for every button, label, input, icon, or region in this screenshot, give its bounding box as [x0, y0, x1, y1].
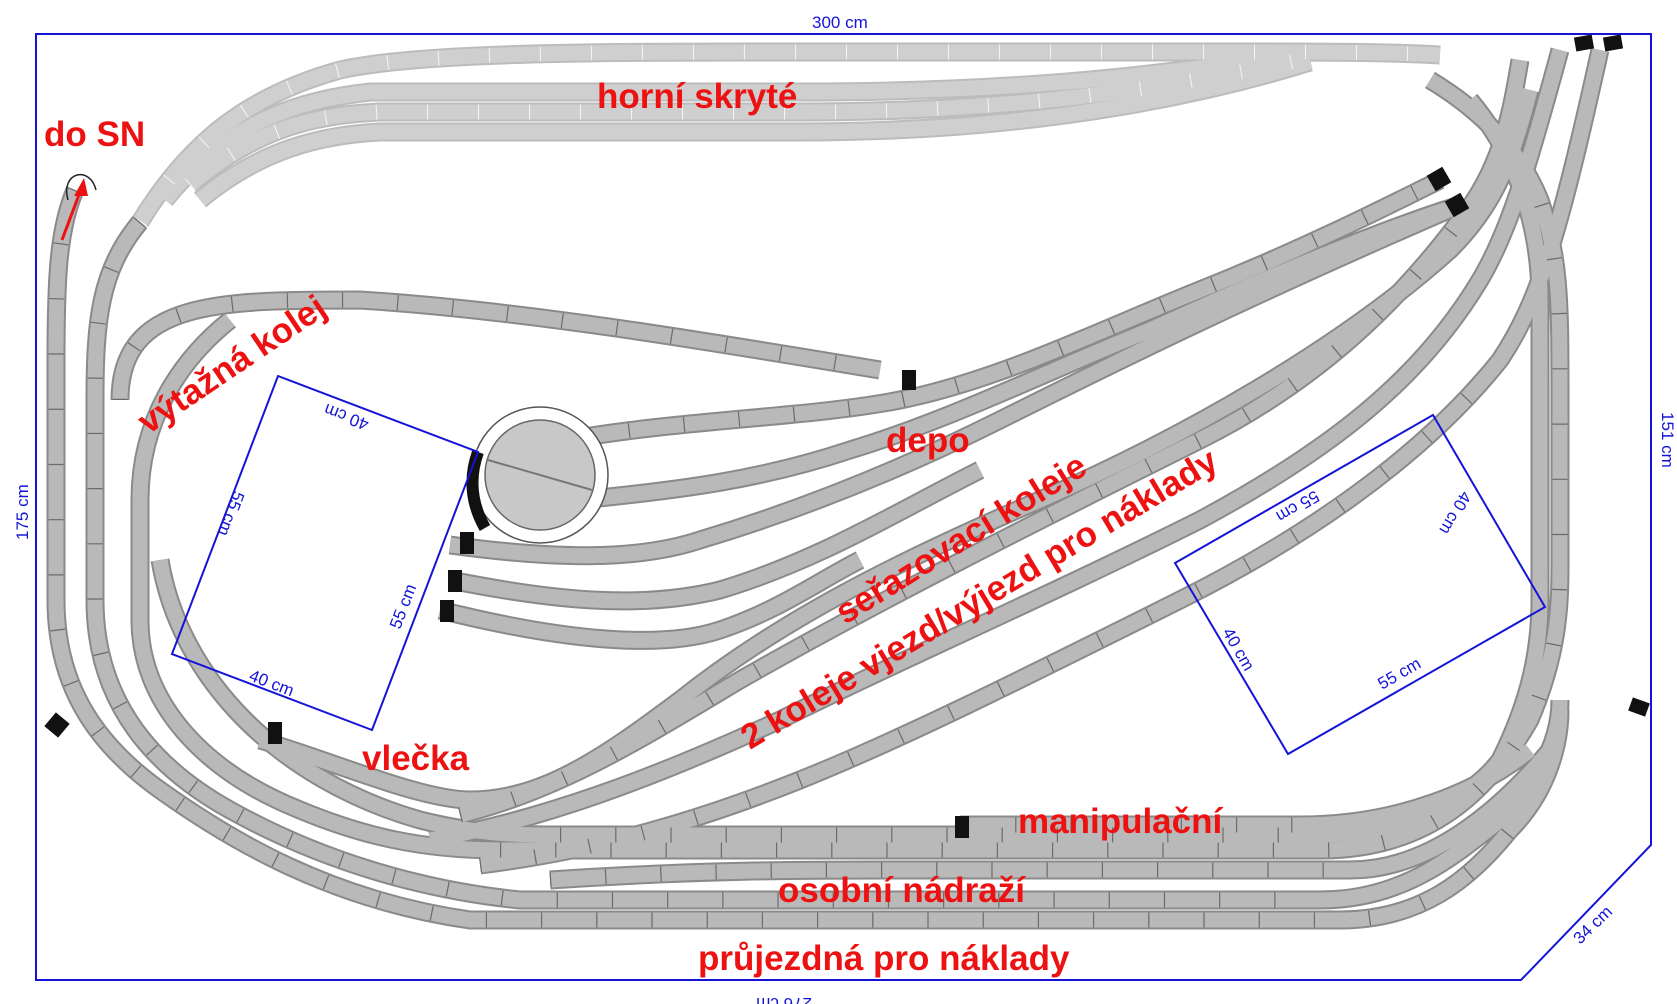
- buffer-stop-icon: [1444, 192, 1470, 218]
- buffer-stop-icon: [1602, 34, 1624, 52]
- dimension-left: 175 cm: [13, 484, 32, 540]
- hidden-tracks: [131, 42, 1441, 227]
- buffer-stops: [44, 34, 1650, 838]
- label-handling: manipulační: [1018, 802, 1223, 841]
- label-through-freight: průjezdná pro náklady: [698, 939, 1070, 978]
- label-depot: depo: [886, 421, 970, 460]
- buffer-stop-icon: [268, 722, 282, 744]
- opening-left-side-bottom: 40 cm: [247, 666, 297, 700]
- label-passenger-station: osobní nádraží: [778, 871, 1026, 910]
- buffer-stop-icon: [440, 600, 454, 622]
- dimension-bottom: 276 cm: [756, 994, 812, 1004]
- opening-right-side-bottom: 55 cm: [1375, 654, 1425, 694]
- turntable: [466, 406, 609, 544]
- dimension-right: 151 cm: [1658, 412, 1677, 468]
- buffer-stop-icon: [1573, 34, 1595, 52]
- opening-left-side-right: 55 cm: [386, 581, 420, 631]
- buffer-stop-icon: [460, 532, 474, 554]
- dimension-top: 300 cm: [812, 13, 868, 32]
- label-hidden-tracks: horní skryté: [597, 77, 797, 116]
- buffer-stop-icon: [1628, 697, 1650, 717]
- buffer-stop-icon: [902, 370, 916, 390]
- visible-tracks: [46, 47, 1610, 930]
- opening-left-side-top: 40 cm: [321, 400, 371, 434]
- opening-right-side-right: 40 cm: [1435, 488, 1475, 538]
- exit-arrow-icon: [60, 173, 97, 241]
- buffer-stop-icon: [448, 570, 462, 592]
- board-opening-right: 55 cm 40 cm 55 cm 40 cm: [1173, 413, 1547, 756]
- label-to-sn: do SN: [44, 115, 145, 154]
- dimension-corner: 34 cm: [1570, 902, 1617, 948]
- buffer-stop-icon: [955, 816, 969, 838]
- label-siding: vlečka: [362, 739, 470, 778]
- opening-right-side-left: 40 cm: [1219, 625, 1259, 675]
- baseboard-outline: [35, 33, 1652, 981]
- buffer-stop-icon: [1426, 166, 1452, 192]
- buffer-stop-icon: [44, 712, 70, 738]
- opening-left-side-left: 55 cm: [214, 489, 248, 539]
